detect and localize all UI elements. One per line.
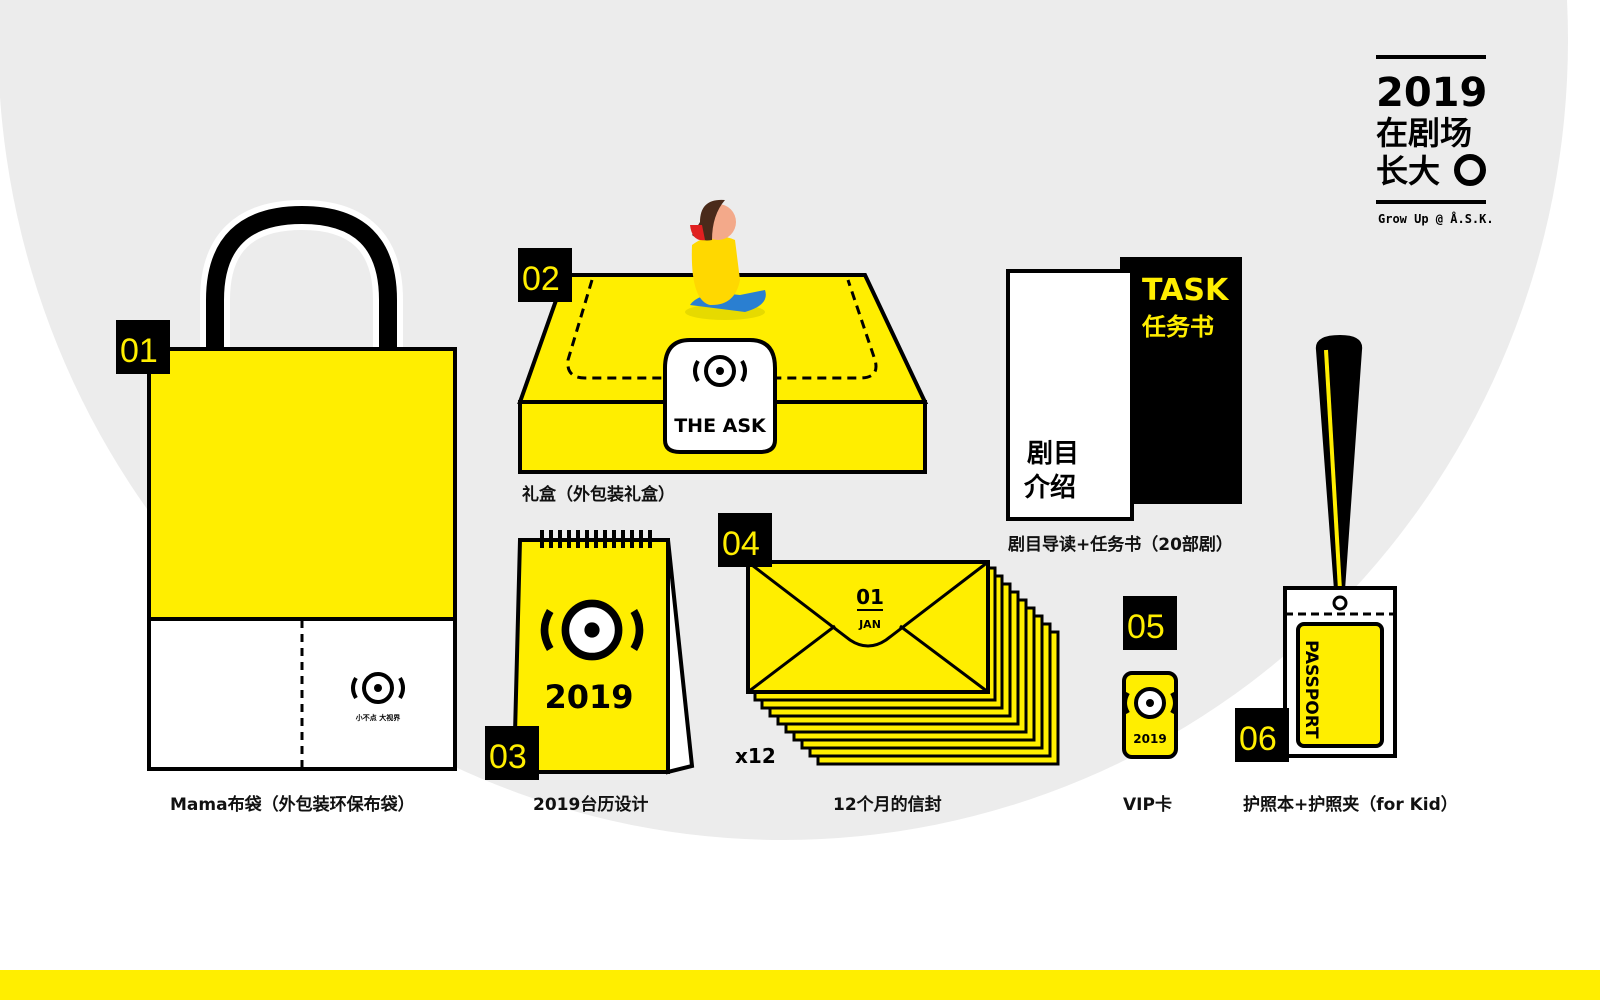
envelope-day: 01 bbox=[856, 585, 884, 609]
brand-title-1: 在剧场 bbox=[1376, 114, 1472, 152]
brand-year: 2019 bbox=[1376, 70, 1487, 116]
item-label-05: VIP卡 bbox=[1123, 794, 1172, 815]
envelope-count: x12 bbox=[735, 744, 776, 768]
brand-tagline: Grow Up @ Å.S.K. bbox=[1378, 211, 1494, 226]
item-number-05: 05 bbox=[1127, 608, 1165, 646]
item-label-02: 礼盒（外包装礼盒） bbox=[522, 484, 675, 505]
item-bag: 小不点 大视界 01 Mama布袋（外包装环保布袋） bbox=[116, 199, 457, 815]
guide-line-2: 介绍 bbox=[1023, 473, 1076, 503]
child-figure bbox=[685, 199, 766, 320]
item-vip-card: 2019 05 VIP卡 bbox=[1122, 596, 1178, 815]
item-number-01: 01 bbox=[120, 332, 158, 370]
item-passport: PASSPORT 06 护照本+护照夹（for Kid） bbox=[1235, 335, 1458, 815]
item-number-03: 03 bbox=[489, 738, 527, 776]
bottom-bar bbox=[0, 970, 1600, 1000]
item-label-01: Mama布袋（外包装环保布袋） bbox=[170, 794, 415, 815]
calendar-year: 2019 bbox=[544, 678, 633, 716]
item-label-03: 2019台历设计 bbox=[533, 794, 648, 815]
envelope-month: JAN bbox=[858, 618, 881, 631]
guide-line-1: 剧目 bbox=[1027, 439, 1079, 469]
brand-logo: 2019 在剧场 长大 Grow Up @ Å.S.K. bbox=[1376, 55, 1494, 226]
item-label-06: 护照本+护照夹（for Kid） bbox=[1243, 794, 1458, 815]
task-en: TASK bbox=[1142, 273, 1230, 308]
item-envelopes: 01 JAN x12 04 12个月的信封 bbox=[718, 513, 1060, 815]
booklet-label: 剧目导读+任务书（20部剧） bbox=[1008, 534, 1233, 555]
bag-logo-text: 小不点 大视界 bbox=[355, 713, 401, 722]
item-calendar: 2019 03 2019台历设计 bbox=[485, 530, 695, 815]
card-year: 2019 bbox=[1133, 732, 1166, 746]
item-booklets: TASK 任务书 剧目 介绍 剧目导读+任务书（20部剧） bbox=[1006, 257, 1242, 555]
item-number-04: 04 bbox=[722, 525, 760, 563]
box-text: THE ASK bbox=[674, 415, 767, 437]
eye-logo-icon bbox=[1454, 154, 1486, 186]
passport-text: PASSPORT bbox=[1301, 640, 1321, 739]
brand-title-2: 长大 bbox=[1376, 152, 1440, 190]
item-gift-box: THE ASK 02 礼盒（外包装礼盒） bbox=[517, 199, 929, 505]
item-number-06: 06 bbox=[1239, 720, 1277, 758]
item-label-04: 12个月的信封 bbox=[833, 794, 942, 815]
item-number-02: 02 bbox=[522, 260, 560, 298]
task-cn: 任务书 bbox=[1141, 313, 1214, 341]
